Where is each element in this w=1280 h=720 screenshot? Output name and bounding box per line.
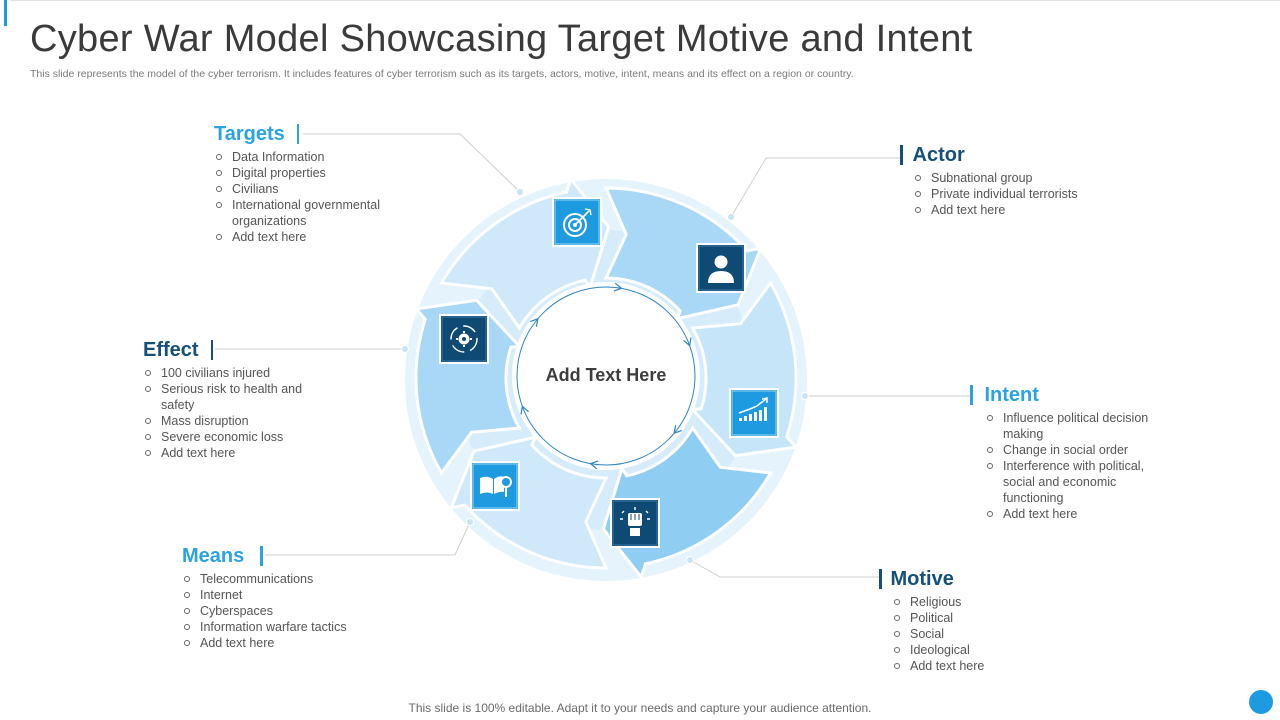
motive-heading: Motive — [879, 567, 1079, 591]
means-heading-bar — [260, 546, 263, 566]
effect-heading: Effect — [143, 338, 313, 362]
leader-dot-motive — [686, 556, 694, 564]
effect-heading-bar — [210, 340, 214, 360]
intent-heading: Intent — [970, 383, 1180, 407]
list-item: Subnational group — [913, 170, 1120, 186]
center-disc — [512, 282, 700, 470]
list-item: Mass disruption — [143, 413, 303, 429]
targets-heading-bar — [296, 124, 300, 144]
center-label: Add Text Here — [545, 365, 667, 385]
leader-dot-targets — [516, 188, 524, 196]
intent-heading-bar — [970, 385, 973, 405]
center-arrowhead — [683, 337, 692, 347]
list-item: Add text here — [892, 658, 1079, 674]
list-item: Social — [892, 626, 1079, 642]
center-arrowhead — [673, 425, 682, 435]
center-arrowhead — [530, 317, 539, 327]
section-intent: Intent Influence political decision maki… — [970, 383, 1180, 522]
list-item: Change in social order — [985, 442, 1165, 458]
list-item: Add text here — [143, 445, 303, 461]
list-item: Influence political decision making — [985, 410, 1165, 442]
raised-fist-icon — [610, 498, 660, 548]
center-arrowhead — [589, 460, 599, 470]
list-item: Information warfare tactics — [182, 619, 412, 635]
list-item: Serious risk to health and safety — [143, 381, 303, 413]
means-heading: Means — [182, 544, 412, 568]
top-rule — [10, 0, 1280, 1]
list-item: 100 civilians injured — [143, 365, 303, 381]
leader-dot-effect — [401, 345, 409, 353]
user-icon — [696, 243, 746, 293]
list-item: Religious — [892, 594, 1079, 610]
list-item: Civilians — [214, 181, 414, 197]
targets-heading: Targets — [214, 122, 414, 146]
list-item: Add text here — [913, 202, 1120, 218]
list-item: Data Information — [214, 149, 414, 165]
list-item: Add text here — [182, 635, 412, 651]
list-item: Add text here — [985, 506, 1165, 522]
leader-actor — [730, 157, 900, 218]
gear-cycle-icon — [439, 314, 489, 364]
leader-dot-means — [466, 518, 474, 526]
leader-motive — [689, 559, 880, 578]
list-item: Telecommunications — [182, 571, 412, 587]
list-item: Political — [892, 610, 1079, 626]
footer-note: This slide is 100% editable. Adapt it to… — [408, 701, 872, 715]
page-title: Cyber War Model Showcasing Target Motive… — [30, 18, 973, 60]
top-accent-bar — [4, 0, 7, 26]
target-icon — [552, 197, 602, 247]
list-item: Cyberspaces — [182, 603, 412, 619]
actor-heading: Actor — [900, 143, 1120, 167]
actor-heading-bar — [900, 145, 903, 165]
leader-targets — [303, 133, 521, 193]
motive-heading-bar — [879, 569, 882, 589]
list-item: Interference with political, social and … — [985, 458, 1165, 506]
center-arrowhead — [520, 405, 529, 415]
list-item: Severe economic loss — [143, 429, 303, 445]
list-item: Ideological — [892, 642, 1079, 658]
leader-dot-actor — [727, 213, 735, 221]
center-arrowhead — [613, 282, 623, 292]
list-item: International governmental organizations — [214, 197, 414, 229]
list-item: Digital properties — [214, 165, 414, 181]
book-search-icon — [470, 461, 520, 511]
leader-dot-intent — [801, 392, 809, 400]
center-arrow-circle — [516, 286, 696, 466]
page-subtitle: This slide represents the model of the c… — [30, 68, 854, 80]
list-item: Private individual terrorists — [913, 186, 1120, 202]
list-item: Add text here — [214, 229, 414, 245]
growth-chart-icon — [729, 388, 779, 438]
corner-dot — [1249, 690, 1273, 714]
leader-means — [265, 521, 471, 556]
list-item: Internet — [182, 587, 412, 603]
